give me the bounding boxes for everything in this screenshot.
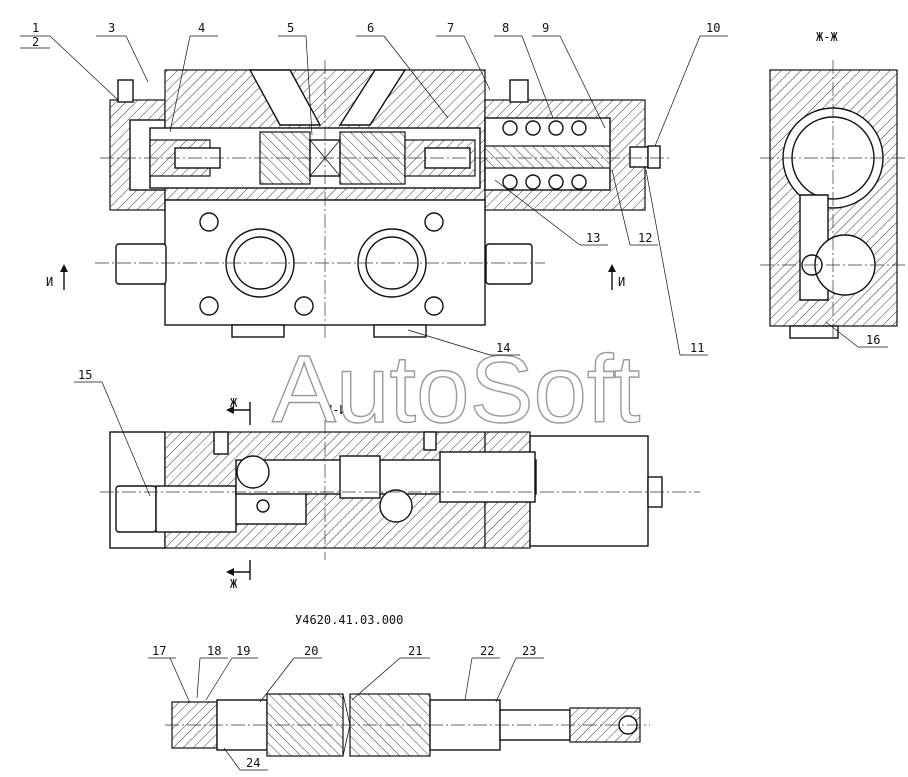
body-channel-right — [338, 69, 407, 126]
callout-12: 12 — [638, 231, 652, 245]
leader-lines — [20, 35, 888, 771]
spring-cap-lug — [509, 79, 529, 103]
callout-9: 9 — [542, 21, 549, 35]
callout-24: 24 — [246, 756, 260, 770]
callout-7: 7 — [447, 21, 454, 35]
callout-15: 15 — [78, 368, 92, 382]
section-i-spring-housing — [529, 435, 649, 547]
callout-5: 5 — [287, 21, 294, 35]
section-i-ball-lower — [379, 489, 413, 523]
cut-marker-zh-top: Ж — [230, 396, 238, 410]
spool-assembly-view — [165, 693, 650, 757]
plug-right — [485, 243, 533, 285]
bolt-hole-5 — [424, 296, 444, 316]
callout-3: 3 — [108, 21, 115, 35]
spool-cone-right — [324, 138, 341, 178]
callout-6: 6 — [367, 21, 374, 35]
callout-10: 10 — [706, 21, 720, 35]
main-sectional-view: И И — [46, 60, 670, 340]
bolt-hole-1 — [199, 212, 219, 232]
callout-22: 22 — [480, 644, 494, 658]
callout-labels: 1 2 3 4 5 6 7 8 9 10 11 12 13 14 15 16 1… — [32, 21, 880, 770]
bolt-hole-4 — [294, 296, 314, 316]
adjust-screw — [629, 146, 649, 168]
watermark: AutoSoft — [272, 336, 640, 443]
cut-marker-i-right: И — [618, 275, 625, 289]
body-channel-left — [248, 69, 322, 126]
callout-4: 4 — [198, 21, 205, 35]
section-i-ball-upper — [236, 455, 270, 489]
lock-nut — [647, 145, 661, 169]
part-number: У4620.41.03.000 — [295, 613, 403, 627]
callout-14: 14 — [496, 341, 510, 355]
section-i-fitting-right — [423, 431, 437, 451]
section-i-sleeve — [155, 485, 237, 533]
section-i-stem — [235, 491, 307, 525]
callout-23: 23 — [522, 644, 536, 658]
section-zh-boss — [789, 325, 839, 339]
callout-13: 13 — [586, 231, 600, 245]
section-zh-view: Ж-Ж — [760, 30, 905, 340]
callout-19: 19 — [236, 644, 250, 658]
callout-11: 11 — [690, 341, 704, 355]
cut-marker-i-left: И — [46, 275, 53, 289]
spring-rod — [484, 145, 611, 169]
callout-2: 2 — [32, 35, 39, 49]
plate-boss-right — [373, 324, 427, 338]
bolt-hole-2 — [424, 212, 444, 232]
section-i-plug — [115, 485, 157, 533]
left-cap-lug — [117, 79, 134, 103]
callout-18: 18 — [207, 644, 221, 658]
callout-21: 21 — [408, 644, 422, 658]
callout-8: 8 — [502, 21, 509, 35]
callout-16: 16 — [866, 333, 880, 347]
section-i-land — [339, 455, 381, 499]
plate-boss-left — [231, 324, 285, 338]
section-i-title: И-И — [325, 403, 347, 417]
return-spring — [502, 120, 587, 190]
cut-marker-zh-bottom: Ж — [230, 577, 238, 591]
bolt-hole-3 — [199, 296, 219, 316]
section-zh-title: Ж-Ж — [816, 30, 838, 44]
callout-20: 20 — [304, 644, 318, 658]
section-i-fitting-left — [213, 431, 229, 455]
plug-left — [115, 243, 167, 285]
section-i-view: И-И Ж Ж — [100, 396, 700, 591]
callout-1: 1 — [32, 21, 39, 35]
section-i-piston — [439, 451, 536, 503]
callout-17: 17 — [152, 644, 166, 658]
